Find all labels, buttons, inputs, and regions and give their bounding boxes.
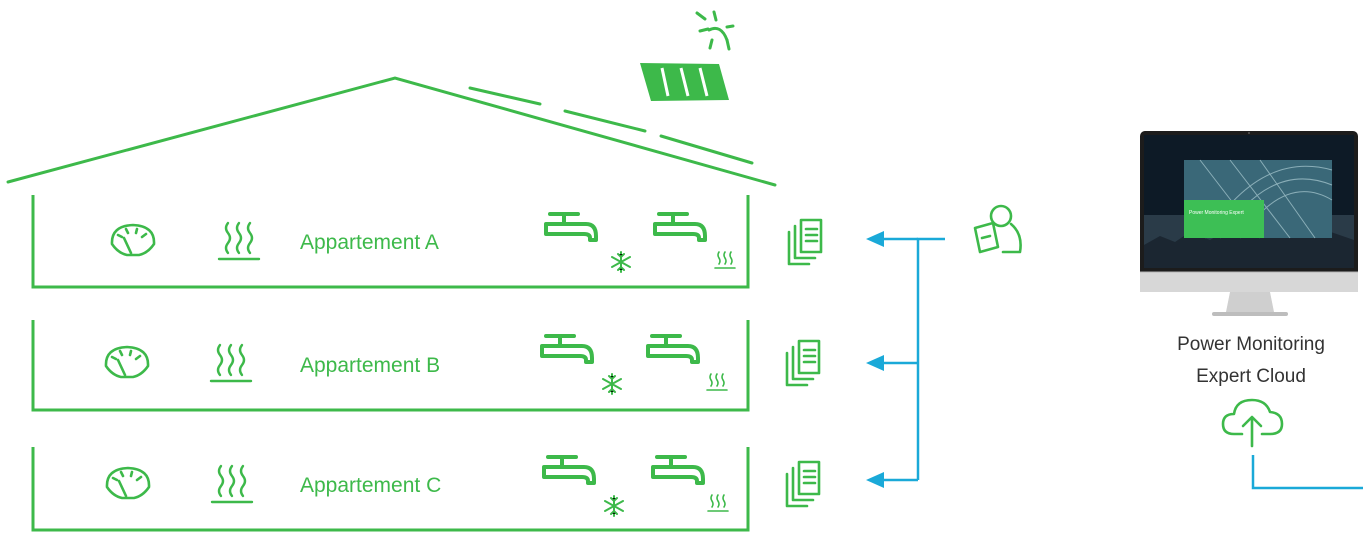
apartment-b: Appartement B bbox=[31, 320, 821, 412]
cloud-upload-icon bbox=[1221, 398, 1284, 448]
solar-panel-icon bbox=[640, 63, 729, 101]
small-heat-icon bbox=[706, 373, 728, 391]
apartment-label: Appartement B bbox=[300, 354, 440, 377]
monitor: Power Monitoring Expert bbox=[1140, 131, 1358, 316]
apartment-label: Appartement A bbox=[300, 231, 439, 254]
arrow-head bbox=[866, 231, 884, 247]
apartment-label: Appartement C bbox=[300, 474, 441, 497]
gauge-icon bbox=[105, 466, 151, 500]
user-report-icon bbox=[973, 204, 1022, 254]
sun-icon bbox=[695, 10, 735, 51]
snowflake-icon bbox=[611, 251, 631, 273]
apartment-c: Appartement C bbox=[31, 447, 821, 532]
documents-icon bbox=[785, 460, 821, 508]
hot-water-tap-icon bbox=[651, 455, 705, 485]
gauge-icon bbox=[104, 345, 150, 379]
documents-icon bbox=[787, 218, 823, 266]
snowflake-icon bbox=[604, 495, 624, 517]
cloud-label-line2: Expert Cloud bbox=[1196, 366, 1306, 387]
heating-icon bbox=[210, 464, 254, 504]
hot-water-tap-icon bbox=[653, 212, 707, 242]
report-distribution-lines bbox=[880, 237, 945, 482]
arrow-head bbox=[866, 472, 884, 488]
roof bbox=[6, 76, 777, 187]
small-heat-icon bbox=[714, 251, 736, 269]
arrow-head bbox=[866, 355, 884, 371]
heating-icon bbox=[209, 343, 253, 383]
heating-icon bbox=[217, 221, 261, 261]
cold-water-tap-icon bbox=[540, 334, 594, 364]
documents-icon bbox=[785, 339, 821, 387]
hot-water-tap-icon bbox=[646, 334, 700, 364]
cold-water-tap-icon bbox=[542, 455, 596, 485]
cloud-connection-line bbox=[1251, 455, 1363, 490]
snowflake-icon bbox=[602, 373, 622, 395]
apartment-a: Appartement A bbox=[31, 195, 823, 289]
cloud-label-line1: Power Monitoring bbox=[1177, 334, 1325, 355]
screen-title: Power Monitoring Expert bbox=[1189, 210, 1244, 216]
small-heat-icon bbox=[707, 494, 729, 512]
gauge-icon bbox=[110, 223, 156, 257]
cold-water-tap-icon bbox=[544, 212, 598, 242]
